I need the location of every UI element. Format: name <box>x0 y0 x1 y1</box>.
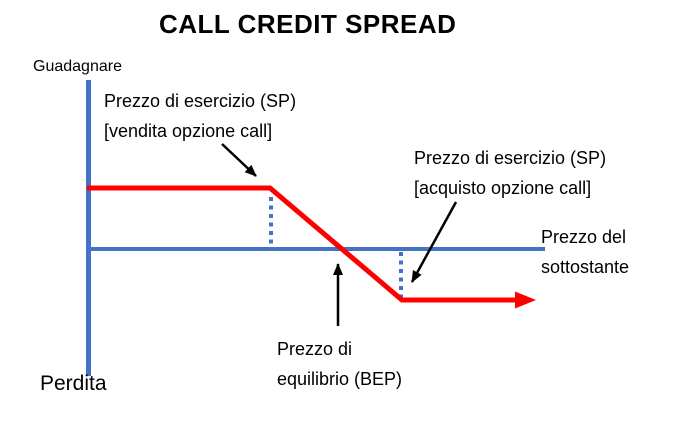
breakeven-annotation-line1: Prezzo di <box>277 339 353 359</box>
long-strike-annotation: Prezzo di esercizio (SP) [acquisto opzio… <box>414 143 606 203</box>
x-axis-underlying-label-line1: Prezzo del <box>541 227 627 247</box>
breakeven-annotation: Prezzo di equilibrio (BEP) <box>277 334 402 394</box>
x-axis-underlying-label: Prezzo del sottostante <box>541 222 629 282</box>
y-axis-loss-label: Perdita <box>40 372 107 395</box>
page-title: CALL CREDIT SPREAD <box>159 9 457 39</box>
payoff-line <box>87 185 536 309</box>
long-strike-arrow <box>410 201 458 283</box>
breakeven-annotation-line2: equilibrio (BEP) <box>277 369 403 389</box>
short-strike-annotation: Prezzo di esercizio (SP) [vendita opzion… <box>104 86 296 146</box>
short-strike-arrow <box>221 143 257 177</box>
long-strike-annotation-line1: Prezzo di esercizio (SP) <box>414 148 607 168</box>
y-axis-gain-label: Guadagnare <box>33 58 122 75</box>
x-axis-underlying-label-line2: sottostante <box>541 257 630 277</box>
long-strike-annotation-line2: [acquisto opzione call] <box>414 178 592 198</box>
short-strike-annotation-line2: [vendita opzione call] <box>104 121 273 141</box>
short-strike-annotation-line1: Prezzo di esercizio (SP) <box>104 91 297 111</box>
